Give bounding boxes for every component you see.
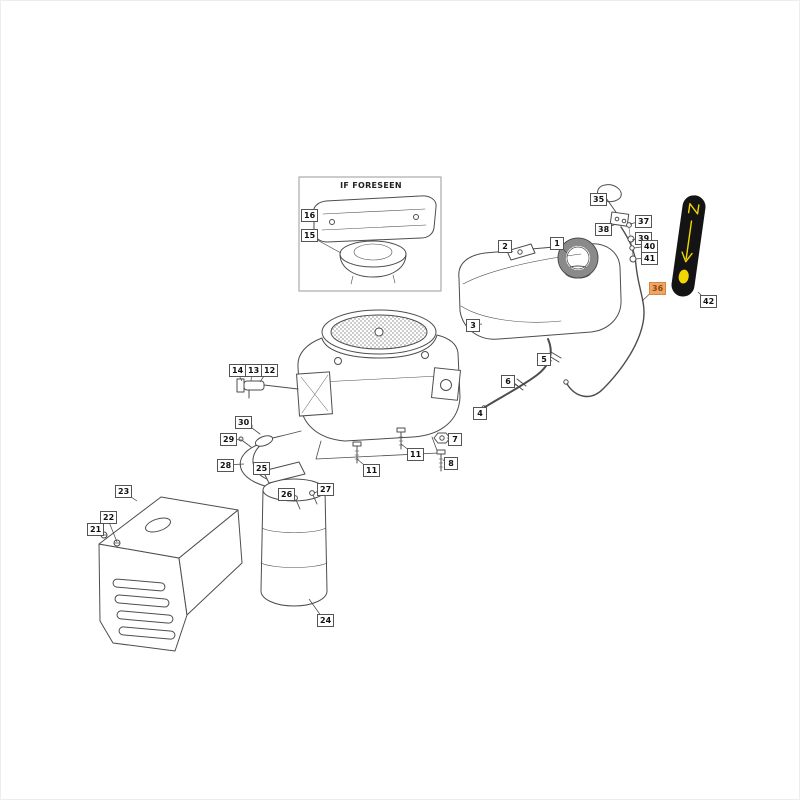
part-label-23: 23 bbox=[115, 485, 133, 498]
part-label-11a: 11 bbox=[363, 464, 381, 477]
inset-title: IF FORESEEN bbox=[340, 181, 402, 190]
part-label-35: 35 bbox=[590, 193, 608, 206]
part-label-5: 5 bbox=[537, 353, 551, 366]
part-label-21: 21 bbox=[87, 523, 105, 536]
inset-box bbox=[298, 176, 442, 292]
guard-bolt-22 bbox=[113, 539, 121, 547]
part-label-11b: 11 bbox=[407, 448, 425, 461]
part-label-42: 42 bbox=[700, 295, 718, 308]
part-label-4: 4 bbox=[473, 407, 487, 420]
fuel-valve bbox=[236, 378, 299, 399]
engine-bolt-11b bbox=[396, 427, 406, 450]
part-label-27: 27 bbox=[317, 483, 335, 496]
part-label-6: 6 bbox=[501, 375, 515, 388]
part-label-26: 26 bbox=[278, 488, 296, 501]
tank-bracket bbox=[506, 243, 536, 261]
part-label-3: 3 bbox=[466, 319, 480, 332]
part-label-8: 8 bbox=[444, 457, 458, 470]
air-cleaner-base bbox=[339, 240, 407, 285]
part-label-14: 14 bbox=[229, 364, 247, 377]
exhaust-bolt-29 bbox=[238, 436, 252, 448]
part-label-12: 12 bbox=[261, 364, 279, 377]
part-label-36: 36 bbox=[649, 282, 667, 295]
throttle-cable bbox=[566, 226, 645, 398]
part-label-25: 25 bbox=[253, 462, 271, 475]
cable-end-fitting bbox=[563, 379, 569, 385]
part-label-28: 28 bbox=[217, 459, 235, 472]
part-label-22: 22 bbox=[100, 511, 118, 524]
part-label-24: 24 bbox=[317, 614, 335, 627]
part-label-16: 16 bbox=[301, 209, 319, 222]
nut-7 bbox=[433, 432, 451, 444]
part-label-38: 38 bbox=[595, 223, 613, 236]
fuel-cap bbox=[557, 237, 599, 279]
throttle-fasteners bbox=[626, 222, 637, 263]
air-cleaner-cover bbox=[313, 195, 437, 243]
part-label-15: 15 bbox=[301, 229, 319, 242]
part-label-7: 7 bbox=[448, 433, 462, 446]
engine bbox=[264, 309, 461, 460]
part-label-41: 41 bbox=[641, 252, 659, 265]
hose-clamp-6 bbox=[513, 378, 527, 391]
muffler bbox=[260, 478, 328, 607]
front-guard bbox=[98, 496, 243, 652]
throttle-decal bbox=[671, 195, 706, 297]
part-label-29: 29 bbox=[220, 433, 238, 446]
muffler-bracket bbox=[262, 461, 318, 510]
bolt-8 bbox=[436, 449, 446, 472]
part-label-37: 37 bbox=[635, 215, 653, 228]
part-label-1: 1 bbox=[550, 237, 564, 250]
fuel-hose bbox=[484, 338, 552, 408]
part-label-2: 2 bbox=[498, 240, 512, 253]
part-label-13: 13 bbox=[245, 364, 263, 377]
part-label-30: 30 bbox=[235, 416, 253, 429]
